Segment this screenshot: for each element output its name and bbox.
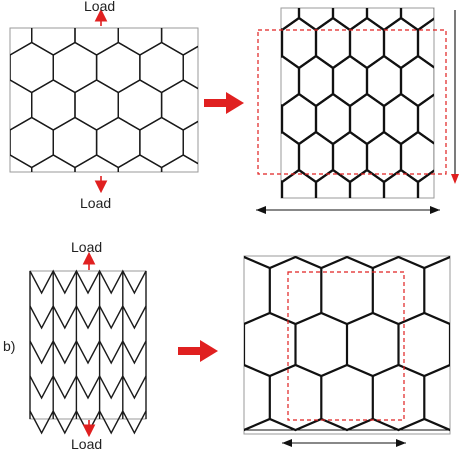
flattened-zigzag <box>244 256 450 270</box>
hexagon-cell <box>74 79 120 131</box>
hexagon-cell <box>31 79 76 131</box>
horizontal-contraction-arrow-a <box>256 206 440 214</box>
elongated-hexagon-cell <box>433 8 434 19</box>
original-outline-dashed <box>257 29 447 175</box>
hexagon-cell <box>117 79 163 131</box>
elongated-hexagon-cell <box>399 8 434 32</box>
elongated-hexagon-cell <box>314 168 352 198</box>
elongated-hexagon-cell <box>416 93 434 145</box>
load-label-top-a: Load <box>84 0 115 14</box>
elongated-hexagon-cell <box>281 8 301 32</box>
elongated-hexagon-cell <box>331 8 369 32</box>
re-entrant-zigzag <box>29 339 147 365</box>
hexagon-cell <box>10 129 11 156</box>
elongated-hexagon-cell <box>281 27 284 59</box>
elongated-hexagon-cell <box>348 168 386 198</box>
elongated-hexagon-cells <box>231 0 462 198</box>
hexagon-cell <box>10 28 33 56</box>
hexagon-cell <box>117 154 163 172</box>
elongated-hexagon-cell <box>231 0 265 30</box>
hexagon-cell <box>182 120 198 165</box>
hexagon-cells <box>10 5 270 205</box>
elongated-hexagon-cell <box>297 8 335 32</box>
vertical-strain-arrow <box>451 10 459 184</box>
hexagon-cell <box>227 118 270 168</box>
hexagon-cell <box>205 5 248 55</box>
elongated-hexagon-cell <box>416 17 434 69</box>
re-entrant-zigzag <box>29 269 147 295</box>
transition-arrow-a <box>204 92 244 114</box>
hexagon-cell <box>95 41 141 94</box>
hexagon-cell <box>31 154 76 172</box>
hexagon-cell <box>205 155 248 205</box>
elongated-hexagon-cell <box>416 169 434 198</box>
honeycomb-undeformed <box>9 5 270 205</box>
original-outline-dashed-b <box>287 271 405 421</box>
flattened-zigzag <box>244 417 450 432</box>
re-entrant-zigzag <box>29 374 147 400</box>
reentrant-cells <box>29 269 147 435</box>
hexagon-cell <box>52 41 98 94</box>
elongated-hexagon-cell <box>365 8 403 32</box>
hexagon-cell <box>31 28 76 56</box>
horizontal-expansion-arrow-b <box>244 429 450 447</box>
elongated-hexagon-cell <box>281 168 318 198</box>
hexagon-cell <box>10 154 33 172</box>
hexagon-cell <box>139 116 184 169</box>
hexagon-cell <box>95 116 141 169</box>
hexagon-cell <box>10 41 54 94</box>
elongated-hexagon-cell <box>382 168 420 198</box>
load-label-bottom-a: Load <box>80 195 111 211</box>
reentrant-undeformed <box>29 269 147 435</box>
hexagon-cell <box>227 43 270 93</box>
hexagon-cell <box>10 79 33 131</box>
hexagon-cell <box>160 154 198 172</box>
reentrant-deformed <box>243 255 451 435</box>
honeycomb-frame <box>9 27 199 173</box>
re-entrant-zigzag <box>29 409 147 435</box>
hexagon-cell <box>52 116 98 169</box>
panel-b-label: b) <box>3 338 15 354</box>
hexagon-cell <box>139 41 184 94</box>
hexagon-cell <box>10 116 54 169</box>
deformed-frame <box>280 7 435 199</box>
elongated-hexagon-cell <box>433 67 434 95</box>
honeycomb-deformed <box>231 0 462 199</box>
elongated-hexagon-cell <box>281 103 284 135</box>
hexagon-cell <box>117 28 163 56</box>
expanded-reentrant-cells <box>244 256 450 432</box>
load-label-top-b: Load <box>71 239 102 255</box>
load-label-bottom-b: Load <box>71 436 102 452</box>
re-entrant-zigzag <box>29 304 147 330</box>
flattened-zigzag <box>244 311 450 326</box>
hexagon-cell <box>10 54 11 81</box>
flattened-zigzag <box>244 363 450 378</box>
transition-arrow-b <box>178 340 218 362</box>
elongated-hexagon-cell <box>452 94 462 144</box>
hexagon-cell <box>182 45 198 90</box>
elongated-hexagon-cell <box>452 18 462 68</box>
